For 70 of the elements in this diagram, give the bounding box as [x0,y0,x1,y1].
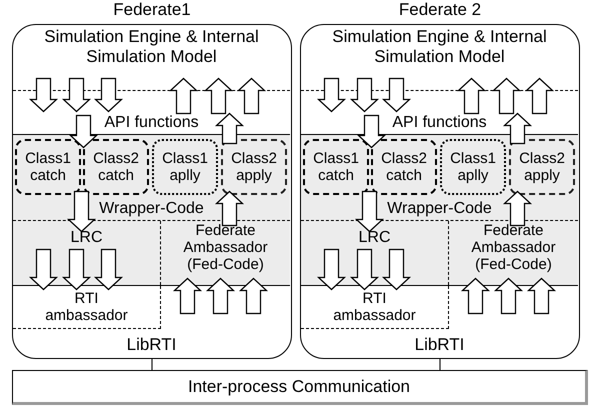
federate-title: Federate1 [112,0,192,20]
class-box [15,139,81,195]
block-arrow [66,190,96,232]
class-label: Class1 catch [312,150,360,184]
block-arrow [68,114,98,148]
block-arrow [502,190,532,226]
class-label: Class2 catch [380,150,428,184]
region-label: Federate Ambassador (Fed-Code) [470,222,557,275]
communication-bar [12,370,588,405]
block-arrow [316,78,346,112]
block-arrow [214,190,244,226]
block-arrow [494,278,524,314]
region-label: LRC [358,229,390,248]
region-label: Federate Ambassador (Fed-Code) [182,222,269,275]
block-arrow [204,78,234,114]
block-arrow [94,248,124,290]
block-arrow [456,78,486,114]
class-label: Class1 catch [24,150,72,184]
class-box [440,139,506,195]
block-arrow [206,278,236,314]
block-arrow [382,78,412,112]
federate-ambassador-region [449,221,578,285]
block-arrow [28,248,58,290]
block-arrow [356,114,386,148]
layer-label: LibRTI [414,335,464,355]
class-box [371,139,437,195]
federate-ambassador-region [161,221,290,285]
layer-label: LibRTI [126,335,176,355]
layer-label: Simulation Engine & Internal Simulation Model [43,27,260,68]
class-label: Class2 apply [518,150,566,184]
block-arrow [350,248,380,290]
layer-label: Simulation Engine & Internal Simulation Model [331,27,548,68]
class-label: Class2 catch [92,150,140,184]
bar-label: Inter-process Communication [188,376,410,396]
block-arrow [62,78,92,112]
wrapper-layer [13,135,290,221]
block-arrow [168,78,198,114]
block-arrow [492,78,522,114]
block-arrow [214,112,244,144]
layer-label: Wrapper-Code [387,200,492,218]
block-arrow [94,78,124,112]
wrapper-layer [301,135,578,221]
layer-label: API functions [104,114,199,132]
class-label: Class1 aplly [449,150,497,184]
region-label: RTI ambassador [332,290,417,324]
block-arrow [526,278,556,314]
class-label: Class2 apply [230,150,278,184]
region-label: RTI ambassador [44,290,129,324]
block-arrow [172,278,202,314]
block-arrow [28,78,58,112]
block-arrow [354,190,384,232]
block-arrow [236,78,266,114]
layer-label: Wrapper-Code [99,200,204,218]
block-arrow [524,78,554,114]
block-arrow [62,248,92,290]
layer-label: API functions [392,114,487,132]
block-arrow [316,248,346,290]
class-box [83,139,149,195]
federate-title: Federate 2 [398,0,482,20]
block-arrow [502,112,532,144]
block-arrow [350,78,380,112]
class-box [152,139,218,195]
block-arrow [238,278,268,314]
class-box [509,139,575,195]
class-box [221,139,287,195]
class-label: Class1 aplly [161,150,209,184]
region-label: LRC [70,229,102,248]
block-arrow [460,278,490,314]
class-box [303,139,369,195]
block-arrow [382,248,412,290]
